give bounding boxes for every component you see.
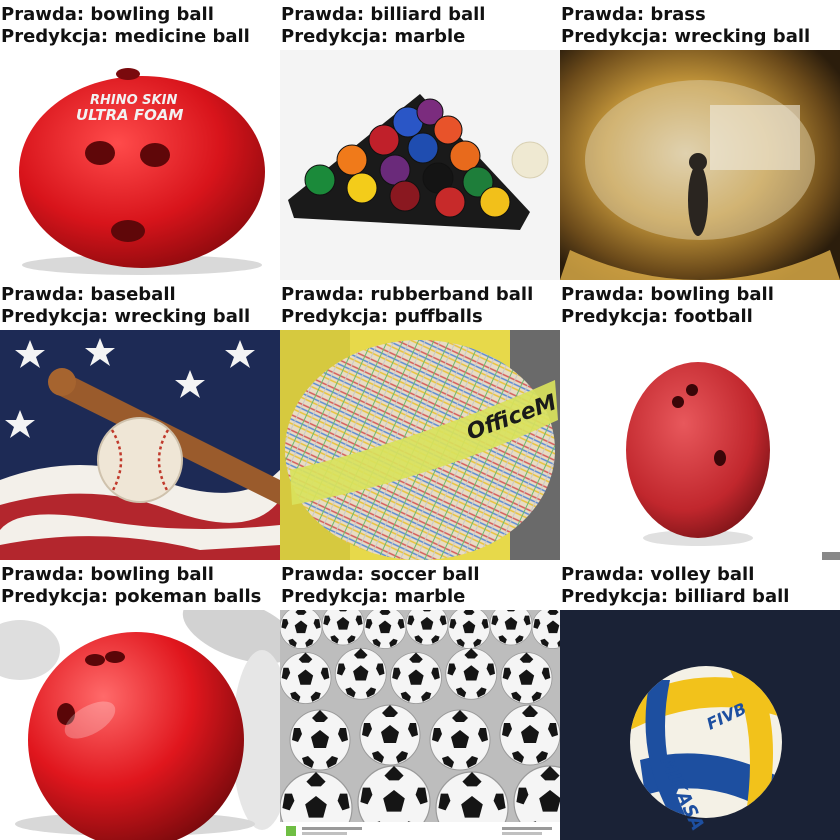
truth-label: Prawda: brass bbox=[561, 4, 706, 25]
prediction-label: Predykcja: wrecking ball bbox=[1, 306, 251, 327]
prediction-label: Predykcja: marble bbox=[281, 586, 466, 607]
caption: Prawda: bowling ball Predykcja: pokeman … bbox=[1, 564, 261, 608]
prediction-label: Predykcja: puffballs bbox=[281, 306, 483, 327]
grid-cell: Prawda: bowling ball Predykcja: pokeman … bbox=[0, 560, 280, 840]
prediction-label: Predykcja: medicine ball bbox=[1, 26, 250, 47]
photo-bowling-ball-egg bbox=[560, 330, 840, 560]
photo-bowling-ball-red: RHINO SKIN ULTRA FOAM bbox=[0, 50, 280, 280]
photo-rubberband-ball: OfficeM bbox=[280, 330, 560, 560]
truth-label: Prawda: baseball bbox=[1, 284, 176, 305]
photo-text: RHINO SKIN bbox=[90, 93, 177, 108]
caption: Prawda: volley ball Predykcja: billiard … bbox=[561, 564, 789, 608]
grid-cell: Prawda: soccer ball Predykcja: marble bbox=[280, 560, 560, 840]
truth-label: Prawda: bowling ball bbox=[1, 564, 214, 585]
truth-label: Prawda: bowling ball bbox=[561, 284, 774, 305]
grid-cell: Prawda: billiard ball Predykcja: marble bbox=[280, 0, 560, 280]
grid-cell: Prawda: brass Predykcja: wrecking ball bbox=[560, 0, 840, 280]
truth-label: Prawda: bowling ball bbox=[1, 4, 214, 25]
prediction-label: Predykcja: marble bbox=[281, 26, 466, 47]
truth-label: Prawda: soccer ball bbox=[281, 564, 480, 585]
grid-cell: Prawda: bowling ball Predykcja: medicine… bbox=[0, 0, 280, 280]
photo-baseball-flag bbox=[0, 330, 280, 560]
caption: Prawda: billiard ball Predykcja: marble bbox=[281, 4, 485, 48]
photo-text: ULTRA FOAM bbox=[76, 106, 183, 124]
grid-cell: Prawda: volley ball Predykcja: billiard … bbox=[560, 560, 840, 840]
prediction-label: Predykcja: football bbox=[561, 306, 753, 327]
photo-bowling-ball-pins bbox=[0, 610, 280, 840]
grid-cell: Prawda: bowling ball Predykcja: football bbox=[560, 280, 840, 560]
truth-label: Prawda: rubberband ball bbox=[281, 284, 534, 305]
caption: Prawda: brass Predykcja: wrecking ball bbox=[561, 4, 810, 48]
caption: Prawda: soccer ball Predykcja: marble bbox=[281, 564, 479, 608]
prediction-label: Predykcja: billiard ball bbox=[561, 586, 790, 607]
prediction-label: Predykcja: wrecking ball bbox=[561, 26, 811, 47]
caption: Prawda: bowling ball Predykcja: football bbox=[561, 284, 774, 328]
truth-label: Prawda: volley ball bbox=[561, 564, 755, 585]
grid-cell: Prawda: rubberband ball Predykcja: puffb… bbox=[280, 280, 560, 560]
caption: Prawda: baseball Predykcja: wrecking bal… bbox=[1, 284, 250, 328]
photo-volleyball: FIVB MIKASA bbox=[560, 610, 840, 840]
photo-billiard-rack bbox=[280, 50, 560, 280]
photo-soccer-balls bbox=[280, 610, 560, 840]
grid-cell: Prawda: baseball Predykcja: wrecking bal… bbox=[0, 280, 280, 560]
photo-brass-sphere bbox=[560, 50, 840, 280]
caption: Prawda: bowling ball Predykcja: medicine… bbox=[1, 4, 250, 48]
caption: Prawda: rubberband ball Predykcja: puffb… bbox=[281, 284, 533, 328]
truth-label: Prawda: billiard ball bbox=[281, 4, 486, 25]
prediction-label: Predykcja: pokeman balls bbox=[1, 586, 262, 607]
